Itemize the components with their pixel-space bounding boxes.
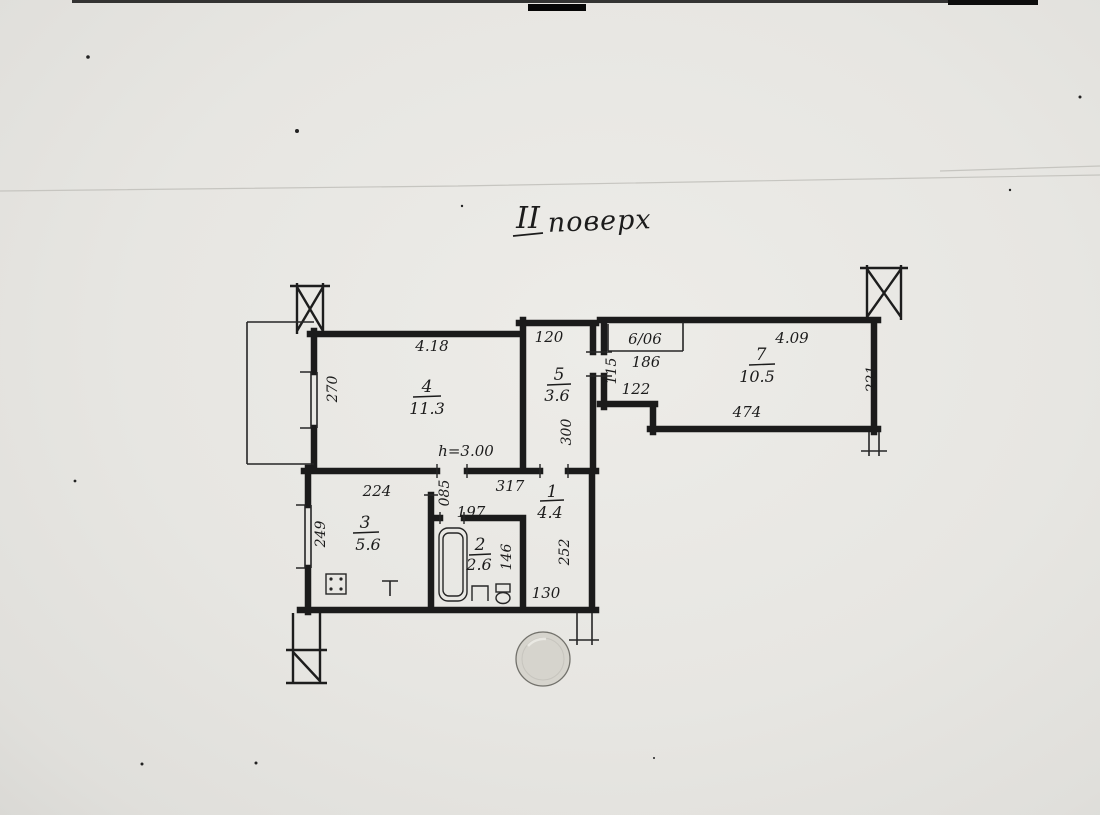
room1-area: 4.4 xyxy=(536,503,562,522)
toilet xyxy=(495,583,511,605)
door-ticks xyxy=(424,464,569,524)
dim-room4-top: 4.18 xyxy=(414,337,448,355)
scan-specks xyxy=(73,55,1082,766)
fraction-lines xyxy=(352,363,776,556)
dim-room5-right: 300 xyxy=(559,419,575,446)
dim-room4-left: 270 xyxy=(325,376,341,404)
room4-area: 11.3 xyxy=(409,399,445,418)
paper-crease-line xyxy=(0,165,1100,192)
dim-room7-top: 4.09 xyxy=(774,329,809,347)
room6-dim-below: 186 xyxy=(632,353,661,371)
kitchen-sink-symbol xyxy=(382,580,398,596)
bottom-wall-stub xyxy=(569,613,599,645)
floor-title-underline xyxy=(512,232,544,237)
scan-artifacts xyxy=(0,0,1100,766)
right-wall-stub xyxy=(861,432,887,456)
window-room4 xyxy=(300,371,318,429)
room1-number: 1 xyxy=(547,482,558,502)
dim-corridor-left: 085 xyxy=(437,480,453,507)
room7-area: 10.5 xyxy=(739,367,775,386)
room5-number: 5 xyxy=(554,365,565,385)
chimney-top-right xyxy=(860,265,908,320)
dim-bath-right: 146 xyxy=(499,544,515,571)
dim-corridor-top: 317 xyxy=(496,477,525,495)
dim-corridor-mid: 197 xyxy=(457,503,486,521)
height-note: h=3.00 xyxy=(438,442,494,460)
walls-thick xyxy=(296,316,882,616)
room2-area: 2.6 xyxy=(465,555,491,574)
chimney-bottom xyxy=(286,613,327,685)
dim-room5-top: 120 xyxy=(535,328,564,346)
dim-opening-b: 122 xyxy=(622,380,651,398)
floor-title-roman: ІІ xyxy=(515,201,541,236)
room4-number: 4 xyxy=(421,377,433,397)
room3-number: 3 xyxy=(360,513,371,533)
bathtub xyxy=(438,527,468,602)
opening-lines xyxy=(586,351,612,377)
floor-title-word: поверх xyxy=(547,204,652,239)
walls-thin xyxy=(246,321,887,645)
room6-box xyxy=(607,322,684,352)
washbasin xyxy=(471,585,489,601)
dim-room7-bottom: 474 xyxy=(732,403,762,421)
kitchen-stove xyxy=(325,573,347,595)
stamp-circle xyxy=(515,631,571,687)
dim-opening-a: 115 xyxy=(604,358,620,385)
window-room3 xyxy=(296,504,312,569)
plan-labels: 4.18 4 11.3 270 h=3.00 120 5 3.6 300 6/0… xyxy=(313,328,880,602)
floor-title: ІІ поверх xyxy=(512,201,652,239)
room2-number: 2 xyxy=(474,535,486,555)
balcony-outline xyxy=(246,321,314,465)
scan-edge-line xyxy=(72,0,1038,3)
scan-edge-line-thick xyxy=(948,0,1038,5)
room5-area: 3.6 xyxy=(544,386,569,405)
room6-label: 6/06 xyxy=(628,330,662,348)
dim-room3-left: 249 xyxy=(313,521,329,549)
dim-hall-bottom: 130 xyxy=(532,584,561,602)
room3-area: 5.6 xyxy=(355,535,380,554)
dim-room3-top: 224 xyxy=(362,482,392,500)
dim-room7-right: 221 xyxy=(864,366,880,394)
room7-number: 7 xyxy=(756,345,767,365)
scan-edge-blob xyxy=(528,4,586,11)
dim-hall-right: 252 xyxy=(557,539,573,567)
chimney-top-left xyxy=(290,283,330,334)
